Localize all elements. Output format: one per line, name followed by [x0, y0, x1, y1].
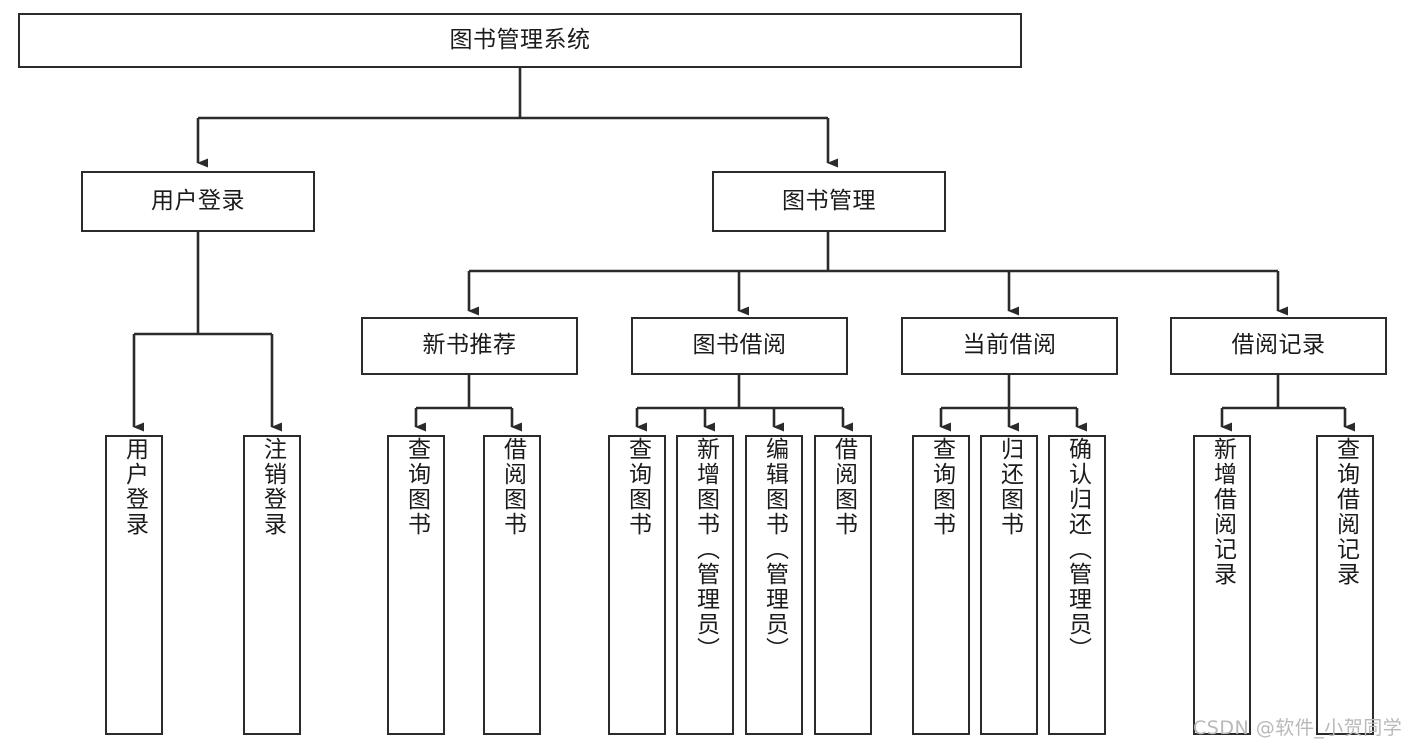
node-book-manage-label: 图书管理 [782, 187, 876, 214]
node-leaf-query-record[interactable]: 查询借阅记录 [1316, 435, 1374, 735]
node-current-borrow-label: 当前借阅 [962, 332, 1057, 359]
node-leaf-user-login-label: 用户登录 [121, 437, 148, 537]
node-leaf-add-book-label: 新增图书（管理员） [692, 437, 719, 662]
node-leaf-add-record[interactable]: 新增借阅记录 [1193, 435, 1251, 735]
node-book-manage[interactable]: 图书管理 [712, 171, 946, 232]
node-leaf-query-book-3-label: 查询图书 [928, 437, 955, 537]
node-leaf-borrow-book-2-label: 借阅图书 [830, 437, 857, 537]
node-user-login-label: 用户登录 [151, 187, 245, 214]
node-current-borrow[interactable]: 当前借阅 [901, 317, 1118, 375]
node-book-borrow-label: 图书借阅 [692, 332, 787, 359]
node-new-book-recommend[interactable]: 新书推荐 [361, 317, 578, 375]
node-leaf-query-record-label: 查询借阅记录 [1332, 437, 1359, 587]
node-leaf-return-book-label: 归还图书 [996, 437, 1023, 537]
node-book-borrow[interactable]: 图书借阅 [631, 317, 848, 375]
node-borrow-record-label: 借阅记录 [1231, 332, 1326, 359]
node-leaf-confirm-return-label: 确认归还（管理员） [1064, 437, 1091, 662]
node-leaf-logout-login[interactable]: 注销登录 [243, 435, 301, 735]
node-leaf-query-book-1-label: 查询图书 [403, 437, 430, 537]
node-new-book-recommend-label: 新书推荐 [422, 332, 517, 359]
node-leaf-user-login[interactable]: 用户登录 [105, 435, 163, 735]
node-leaf-query-book-3[interactable]: 查询图书 [912, 435, 970, 735]
node-leaf-query-book-2-label: 查询图书 [624, 437, 651, 537]
node-leaf-edit-book-label: 编辑图书（管理员） [761, 437, 788, 662]
node-leaf-add-record-label: 新增借阅记录 [1209, 437, 1236, 587]
node-leaf-return-book[interactable]: 归还图书 [980, 435, 1038, 735]
csdn-watermark: CSDN @软件_小贺同学 [1193, 717, 1403, 739]
node-leaf-confirm-return[interactable]: 确认归还（管理员） [1048, 435, 1106, 735]
node-leaf-edit-book[interactable]: 编辑图书（管理员） [745, 435, 803, 735]
node-leaf-borrow-book-1-label: 借阅图书 [499, 437, 526, 537]
node-leaf-query-book-1[interactable]: 查询图书 [387, 435, 445, 735]
node-borrow-record[interactable]: 借阅记录 [1170, 317, 1387, 375]
node-leaf-query-book-2[interactable]: 查询图书 [608, 435, 666, 735]
node-leaf-add-book[interactable]: 新增图书（管理员） [676, 435, 734, 735]
node-user-login[interactable]: 用户登录 [81, 171, 315, 232]
node-leaf-borrow-book-1[interactable]: 借阅图书 [483, 435, 541, 735]
node-root-label: 图书管理系统 [449, 26, 591, 53]
node-leaf-borrow-book-2[interactable]: 借阅图书 [814, 435, 872, 735]
node-leaf-logout-login-label: 注销登录 [259, 437, 286, 537]
node-root[interactable]: 图书管理系统 [18, 13, 1022, 68]
